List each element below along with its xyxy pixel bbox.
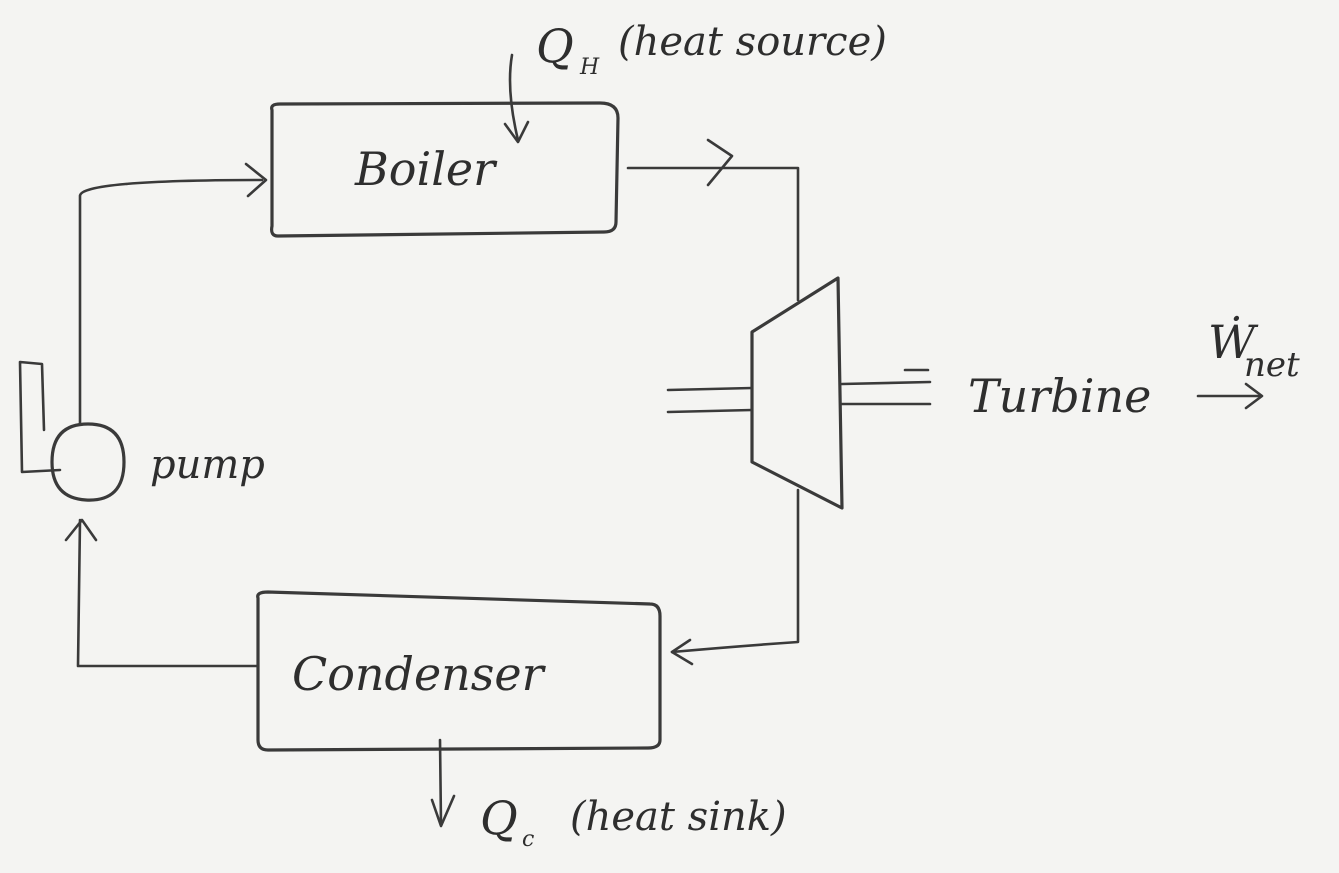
flow-arrowhead-top-right bbox=[706, 138, 734, 187]
flow-arrowhead-left-bottom bbox=[64, 518, 98, 542]
condenser-block: Condenser bbox=[256, 590, 662, 752]
pump-circle bbox=[50, 422, 126, 502]
shaft-left-lower bbox=[666, 408, 754, 414]
pipe-pump-to-boiler bbox=[78, 178, 264, 426]
pump-housing bbox=[18, 360, 62, 474]
heat-sink-arrow bbox=[438, 738, 443, 826]
flow-arrowhead-left-top bbox=[244, 162, 268, 198]
heat-source-arrow bbox=[508, 53, 520, 142]
turbine-block: Turbine bbox=[666, 276, 1151, 510]
net-work-group: Ẇ net bbox=[1196, 314, 1300, 410]
boiler-box bbox=[270, 101, 620, 238]
pipe-boiler-to-turbine bbox=[626, 166, 800, 302]
heat-source-group: Q H (heat source) bbox=[503, 19, 887, 144]
heat-sink-note: (heat sink) bbox=[570, 794, 787, 840]
net-work-symbol: Ẇ bbox=[1208, 314, 1259, 369]
turbine-label: Turbine bbox=[968, 369, 1151, 423]
pipe-condenser-to-pump bbox=[76, 518, 260, 668]
heat-sink-arrowhead bbox=[430, 794, 456, 828]
shaft-right-upper bbox=[840, 380, 932, 386]
pipe-turbine-to-condenser bbox=[670, 488, 800, 654]
heat-source-symbol: Q bbox=[536, 19, 574, 73]
heat-sink-group: Q c (heat sink) bbox=[430, 738, 787, 852]
turbine-shape bbox=[750, 276, 844, 510]
pump-label: pump bbox=[150, 442, 265, 488]
boiler-label: Boiler bbox=[354, 142, 498, 196]
heat-sink-subscript: c bbox=[522, 827, 534, 852]
heat-source-arrowhead bbox=[503, 120, 530, 144]
pump-block: pump bbox=[18, 360, 265, 502]
boiler-block: Boiler bbox=[270, 101, 620, 238]
heat-source-subscript: H bbox=[579, 55, 600, 80]
heat-source-note: (heat source) bbox=[618, 19, 887, 65]
heat-sink-symbol: Q bbox=[480, 791, 518, 845]
net-work-subscript: net bbox=[1244, 345, 1300, 385]
shaft-left-upper bbox=[666, 386, 754, 392]
condenser-label: Condenser bbox=[292, 647, 547, 701]
flow-arrowhead-bottom-right bbox=[670, 638, 694, 666]
net-work-arrowhead bbox=[1244, 382, 1264, 410]
condenser-box bbox=[256, 590, 662, 752]
